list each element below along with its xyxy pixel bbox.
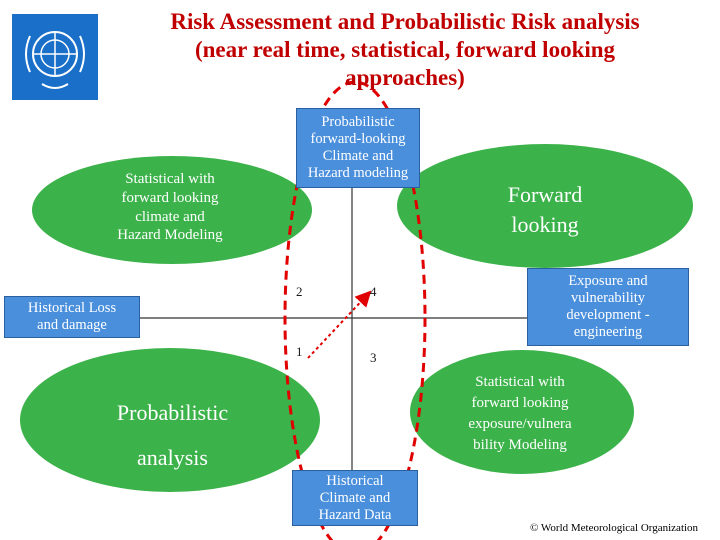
box-bottom: Historical Climate and Hazard Data [292, 470, 418, 526]
ellipse-bottom-left [20, 348, 320, 492]
ellipse-top-right-text: Forward looking [507, 182, 583, 237]
ellipse-bottom-right-text: Statistical with forward looking exposur… [468, 374, 572, 453]
title-line-1: Risk Assessment and Probabilistic Risk a… [170, 9, 640, 34]
ellipse-bottom-right [410, 350, 634, 474]
page-title: Risk Assessment and Probabilistic Risk a… [100, 8, 710, 92]
ellipse-top-left [32, 156, 312, 264]
dashed-highlight-ellipse [283, 80, 427, 540]
box-right: Exposure and vulnerability development -… [527, 268, 689, 346]
title-line-3: approaches) [345, 65, 465, 90]
wmo-emblem-icon [12, 14, 98, 100]
copyright-credit: © World Meteorological Organization [530, 522, 699, 534]
quadrant-number-1: 1 [296, 344, 303, 359]
quadrant-number-4: 4 [370, 284, 377, 299]
ellipse-top-right [397, 144, 693, 268]
box-left: Historical Loss and damage [4, 296, 140, 338]
transition-arrow [307, 290, 372, 359]
title-line-2: (near real time, statistical, forward lo… [194, 37, 616, 62]
ellipse-top-left-text: Statistical with forward looking climate… [117, 171, 223, 244]
box-top: Probabilistic forward-looking Climate an… [296, 108, 420, 188]
ellipse-bottom-left-text: Probabilistic analysis [116, 400, 229, 470]
quadrant-number-3: 3 [370, 350, 377, 365]
quadrant-number-2: 2 [296, 284, 303, 299]
